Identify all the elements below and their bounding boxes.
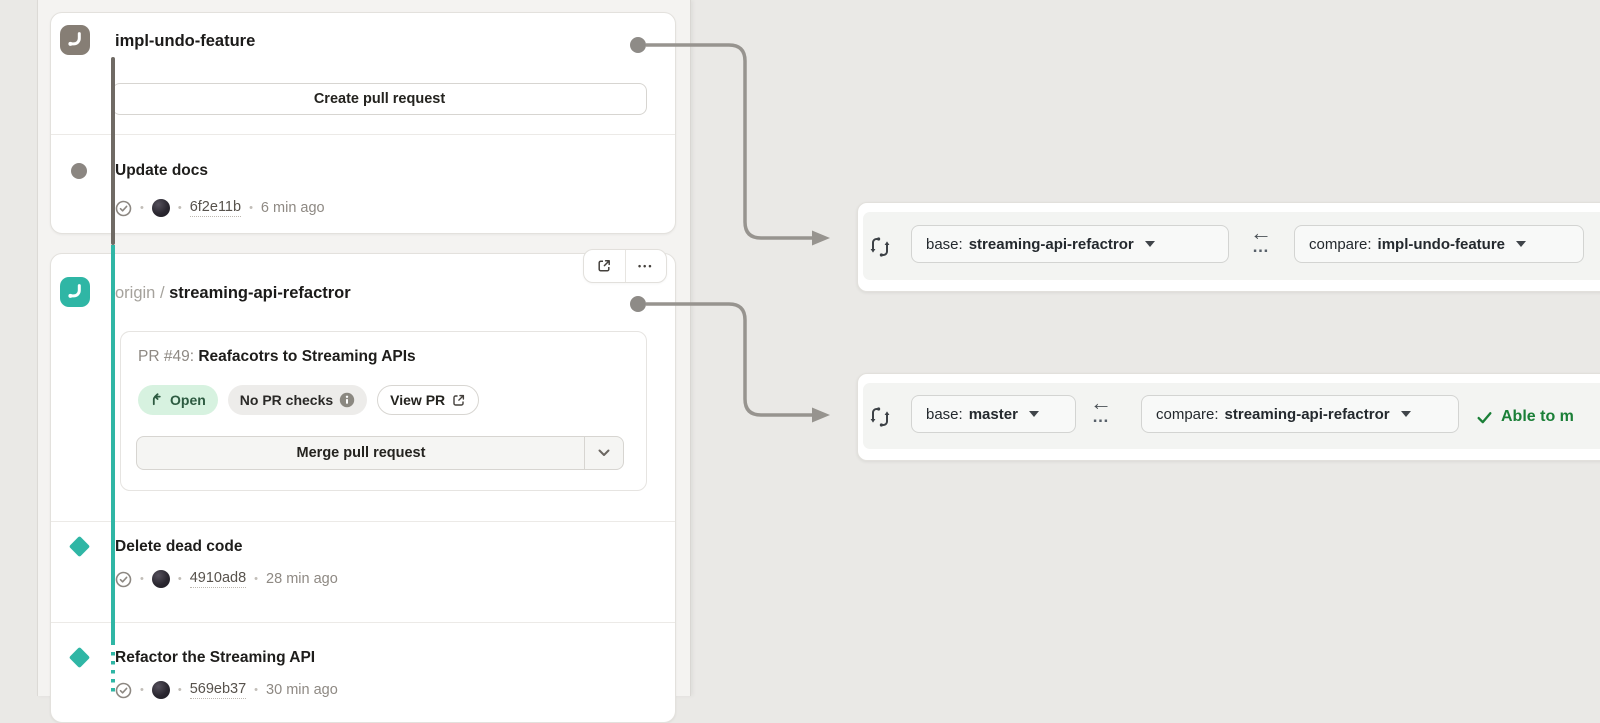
pr-status-badge: Open — [138, 385, 218, 415]
chevron-down-icon — [1144, 241, 1155, 247]
create-pull-request-button[interactable]: Create pull request — [112, 83, 647, 115]
branch-name-text: impl-undo-feature — [115, 32, 256, 50]
meta-separator: • — [249, 202, 253, 214]
branch-name: impl-undo-feature — [115, 26, 255, 56]
branch-icon — [60, 277, 90, 307]
compare-branch-dropdown[interactable]: compare: impl-undo-feature — [1294, 225, 1584, 263]
branch-name-text: streaming-api-refactror — [169, 284, 351, 302]
compare-bar-feature: base: streaming-api-refactror ← … compar… — [857, 202, 1600, 292]
pr-checks-badge: No PR checks — [227, 385, 368, 415]
merge-status-text: Able to m — [1501, 408, 1574, 425]
commit-time: 30 min ago — [266, 682, 338, 698]
avatar — [151, 681, 170, 699]
branch-card-streaming-api-refactror: origin / streaming-api-refactror PR #49:… — [50, 253, 676, 723]
ellipsis-icon: ••• — [638, 261, 654, 271]
avatar — [151, 570, 170, 588]
info-icon[interactable] — [339, 392, 355, 408]
base-label: base: — [926, 235, 963, 253]
compare-label: compare: — [1156, 405, 1219, 423]
commit-hash-link[interactable]: 4910ad8 — [189, 570, 247, 588]
compare-direction: ← … — [1086, 390, 1116, 426]
card-divider — [51, 622, 675, 623]
commit-meta-row: • • 6f2e11b • 6 min ago — [115, 198, 325, 218]
avatar — [151, 199, 170, 217]
view-pr-text: View PR — [390, 392, 446, 408]
meta-separator: • — [140, 573, 144, 585]
base-branch-value: streaming-api-refactror — [968, 235, 1134, 253]
ellipsis-dots-icon: … — [1252, 237, 1270, 256]
base-branch-dropdown[interactable]: base: master — [911, 395, 1076, 433]
commit-node-dot — [71, 163, 87, 179]
arrow-left-icon: ← — [1090, 390, 1112, 415]
compare-branch-value: impl-undo-feature — [1377, 235, 1506, 253]
pr-title: PR #49: Reafacotrs to Streaming APIs — [138, 348, 416, 366]
more-options-button[interactable]: ••• — [624, 250, 667, 282]
chevron-down-icon — [1400, 411, 1411, 417]
base-label: base: — [926, 405, 963, 423]
meta-separator: • — [254, 573, 259, 585]
chevron-down-icon — [1516, 241, 1527, 247]
card-divider — [51, 134, 675, 135]
commit-title[interactable]: Refactor the Streaming API — [115, 649, 316, 666]
commit-title[interactable]: Delete dead code — [115, 538, 243, 555]
git-compare-icon — [870, 237, 890, 257]
check-circle-icon — [115, 571, 132, 587]
compare-direction: ← … — [1246, 220, 1276, 256]
ellipsis-dots-icon: … — [1092, 407, 1110, 426]
merge-status: Able to m — [1476, 374, 1574, 460]
branch-card-impl-undo-feature: impl-undo-feature Create pull request Up… — [50, 12, 676, 234]
branch-icon — [60, 25, 90, 55]
branch-connector-dot — [630, 37, 646, 53]
commit-time: 6 min ago — [260, 200, 325, 216]
meta-separator: • — [140, 202, 144, 214]
meta-separator: • — [254, 684, 259, 696]
pr-badge-row: Open No PR checks View PR — [138, 385, 480, 415]
branch-connector-dot — [630, 296, 646, 312]
meta-separator: • — [177, 573, 182, 585]
pr-status-text: Open — [170, 392, 206, 408]
arrow-left-icon: ← — [1250, 220, 1272, 245]
meta-separator: • — [177, 684, 182, 696]
base-branch-dropdown[interactable]: base: streaming-api-refactror — [911, 225, 1229, 263]
external-link-icon — [453, 394, 465, 406]
merge-options-dropdown[interactable] — [584, 437, 623, 469]
git-branch-glyph-icon — [68, 284, 81, 298]
commit-time: 28 min ago — [266, 571, 338, 587]
check-icon — [1477, 411, 1492, 423]
compare-branch-value: streaming-api-refactror — [1224, 405, 1390, 423]
branch-name: origin / streaming-api-refactror — [115, 278, 351, 308]
compare-branch-dropdown[interactable]: compare: streaming-api-refactror — [1141, 395, 1459, 433]
chevron-down-icon — [1028, 411, 1039, 417]
merge-pull-request-button[interactable]: Merge pull request — [136, 436, 624, 470]
meta-separator: • — [140, 684, 144, 696]
external-link-icon — [598, 260, 611, 272]
chevron-down-icon — [598, 449, 610, 456]
open-in-browser-button[interactable] — [584, 250, 625, 282]
card-divider — [51, 521, 675, 522]
git-branch-glyph-icon — [68, 32, 81, 46]
pr-title-text: Reafacotrs to Streaming APIs — [198, 348, 416, 365]
commit-node-diamond — [68, 535, 90, 557]
git-compare-icon — [870, 407, 890, 427]
commit-hash-link[interactable]: 6f2e11b — [189, 199, 242, 217]
merge-pull-request-label: Merge pull request — [296, 445, 426, 461]
commit-meta-row: • • 569eb37 • 30 min ago — [115, 680, 338, 700]
commit-title[interactable]: Update docs — [115, 162, 209, 179]
commit-hash-link[interactable]: 569eb37 — [189, 681, 247, 699]
commit-meta-row: • • 4910ad8 • 28 min ago — [115, 569, 338, 589]
pull-request-card: PR #49: Reafacotrs to Streaming APIs Ope… — [120, 331, 647, 491]
pr-open-arrow-icon — [152, 393, 161, 406]
remote-prefix: origin / — [115, 284, 165, 302]
commit-node-diamond — [68, 646, 90, 668]
branch-card-toolbar: ••• — [583, 249, 667, 283]
check-circle-icon — [115, 200, 132, 216]
compare-label: compare: — [1309, 235, 1372, 253]
view-pr-button[interactable]: View PR — [377, 385, 480, 415]
pr-number: PR #49: — [138, 348, 195, 365]
branch-lane-panel: impl-undo-feature Create pull request Up… — [37, 0, 691, 723]
meta-separator: • — [177, 202, 182, 214]
compare-bar-master: base: master ← … compare: streaming-api-… — [857, 373, 1600, 461]
base-branch-value: master — [968, 405, 1018, 423]
pr-checks-text: No PR checks — [239, 392, 334, 408]
